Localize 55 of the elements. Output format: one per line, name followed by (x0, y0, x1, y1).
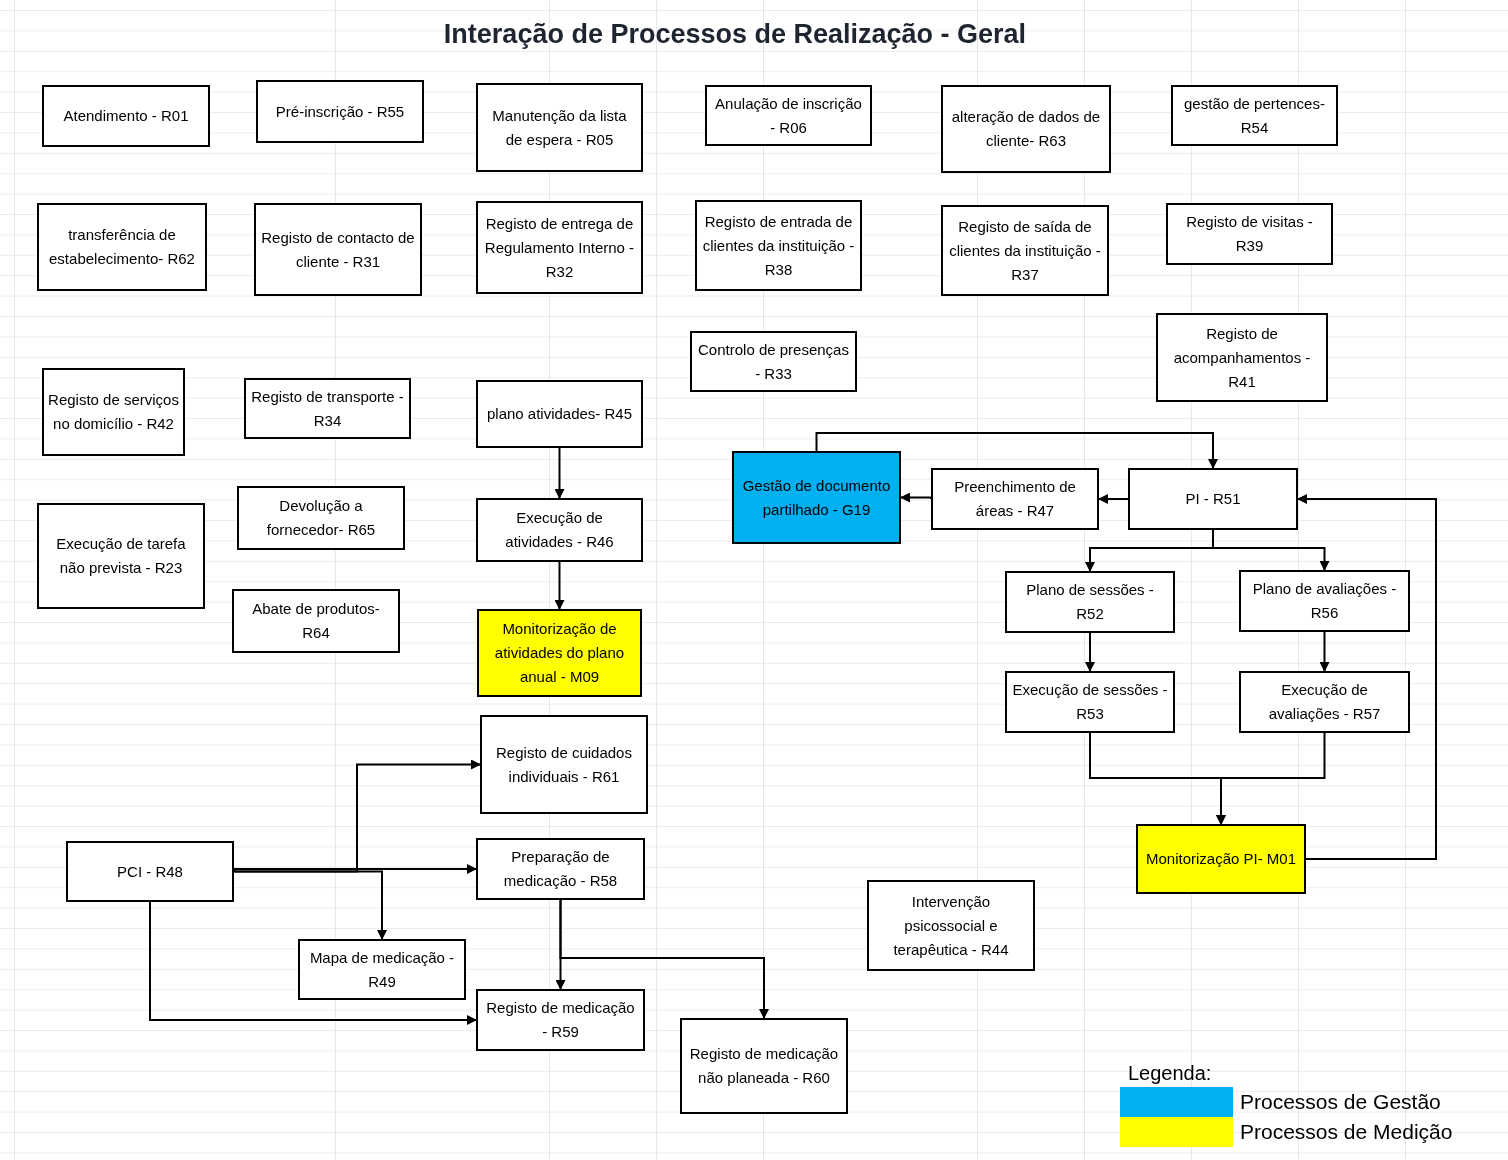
process-box: Registo de serviços no domicílio - R42 (42, 368, 185, 456)
process-box: Abate de produtos- R64 (232, 589, 400, 653)
process-box: Mapa de medicação - R49 (298, 939, 466, 1000)
legend-label: Processos de Gestão (1240, 1089, 1441, 1115)
arrow (1297, 494, 1437, 860)
legend-heading: Legenda: (1128, 1061, 1212, 1086)
arrow (1098, 494, 1129, 504)
process-box: Manutenção da lista de espera - R05 (476, 83, 643, 172)
process-box: plano atividades- R45 (476, 380, 643, 448)
process-box: Registo de medicação - R59 (476, 989, 645, 1051)
process-box: Execução de atividades - R46 (476, 498, 643, 562)
process-box: PCI - R48 (66, 841, 234, 902)
process-box: Execução de avaliações - R57 (1239, 671, 1410, 733)
process-box: Atendimento - R01 (42, 85, 210, 147)
process-box: Controlo de presenças - R33 (690, 331, 857, 392)
process-box: Registo de cuidados individuais - R61 (480, 715, 648, 814)
arrow (1085, 632, 1095, 672)
arrow (1216, 732, 1326, 825)
process-box: Monitorização PI- M01 (1136, 824, 1306, 894)
arrow (554, 447, 565, 499)
process-box: Preparação de medicação - R58 (476, 838, 645, 900)
process-box: Devolução a fornecedor- R65 (237, 486, 405, 550)
process-box: Intervenção psicossocial e terapêutica - R44 (867, 880, 1035, 971)
diagram-title: Interação de Processos de Realização - Geral (442, 18, 1028, 51)
process-box: Gestão de documento partilhado - G19 (732, 451, 901, 544)
arrow (1319, 631, 1330, 672)
process-box: Execução de tarefa não prevista - R23 (37, 503, 205, 609)
arrow (815, 432, 1218, 469)
process-box: Preenchimento de áreas - R47 (931, 468, 1099, 530)
process-box: Pré-inscrição - R55 (256, 80, 424, 143)
process-box: Plano de sessões - R52 (1005, 571, 1175, 633)
process-box: Registo de saída de clientes da instituição - R37 (941, 205, 1109, 296)
legend-label: Processos de Medição (1240, 1119, 1453, 1145)
process-box: Registo de contacto de cliente - R31 (254, 203, 422, 296)
process-box: Registo de acompanhamentos - R41 (1156, 313, 1328, 402)
process-box: transferência de estabelecimento- R62 (37, 203, 207, 291)
process-box: PI - R51 (1128, 468, 1298, 530)
process-box: Registo de visitas - R39 (1166, 203, 1333, 265)
process-box: Monitorização de atividades do plano anual - M09 (477, 609, 642, 697)
arrow (900, 492, 932, 503)
process-box: Registo de entrega de Regulamento Interno - R32 (476, 201, 643, 294)
arrow (559, 899, 769, 1019)
arrow (1212, 529, 1330, 571)
process-box: Registo de entrada de clientes da instituição - R38 (695, 200, 862, 291)
arrow (149, 901, 477, 1025)
process-box: Plano de avaliações - R56 (1239, 570, 1410, 632)
process-box: Execução de sessões - R53 (1005, 671, 1175, 733)
process-box: Registo de transporte - R34 (244, 378, 411, 439)
process-box: alteração de dados de cliente- R63 (941, 85, 1111, 173)
arrow (233, 864, 477, 874)
process-box: Anulação de inscrição - R06 (705, 85, 872, 146)
arrow (554, 561, 565, 610)
process-box: Registo de medicação não planeada - R60 (680, 1018, 848, 1114)
arrow (233, 870, 387, 940)
process-box: gestão de pertences- R54 (1171, 85, 1338, 146)
